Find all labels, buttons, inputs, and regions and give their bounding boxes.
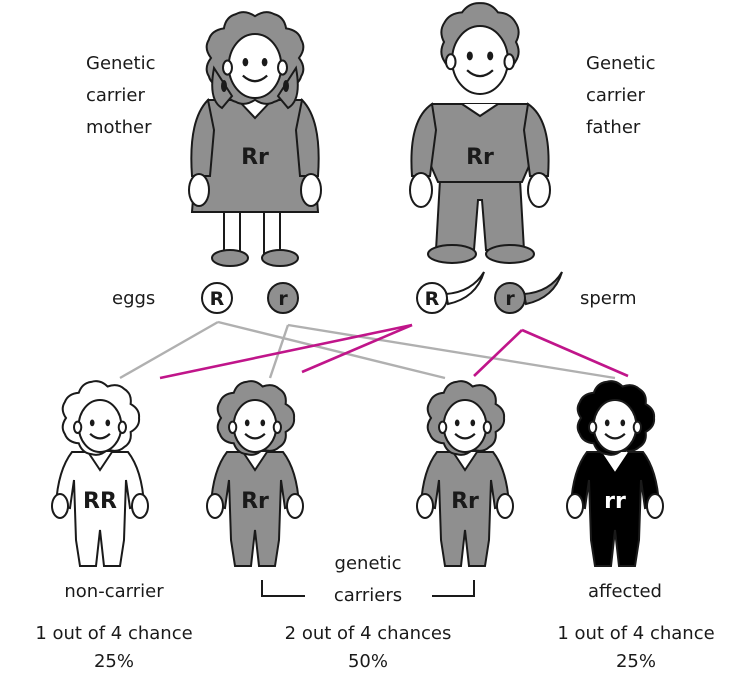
non-carrier-label: non-carrier — [44, 576, 184, 608]
father-label-line: Genetic — [586, 48, 655, 80]
inheritance-lines — [120, 322, 628, 378]
sperm-cell: R — [417, 272, 484, 313]
percent-middle: 50% — [318, 646, 418, 678]
father-label-line: father — [586, 112, 655, 144]
child-genotype: Rr — [241, 489, 269, 514]
sperm-line — [474, 330, 522, 376]
sperm-allele: r — [505, 288, 515, 310]
sperm-line — [522, 330, 628, 376]
percent-left: 25% — [64, 646, 164, 678]
egg-cell: r — [268, 283, 298, 313]
mother-label-line: Genetic — [86, 48, 155, 80]
child-figure: rr — [567, 381, 663, 566]
egg-cell: R — [202, 283, 232, 313]
child-genotype: rr — [604, 489, 626, 514]
sperm-allele: R — [425, 288, 440, 310]
eggs-label: eggs — [112, 283, 155, 315]
mother-figure: Rr — [189, 12, 321, 266]
sperm-cell: r — [495, 272, 562, 313]
mother-label-line: carrier — [86, 80, 155, 112]
genetic-carriers-label-line1: genetic — [318, 548, 418, 580]
mother-label: Genetic carrier mother — [86, 48, 155, 144]
child-genotype: RR — [83, 489, 117, 514]
father-genotype: Rr — [466, 145, 494, 170]
child-figure: Rr — [417, 381, 513, 566]
percent-right: 25% — [586, 646, 686, 678]
child-figure: Rr — [207, 381, 303, 566]
father-label: Genetic carrier father — [586, 48, 655, 144]
child-genotype: Rr — [451, 489, 479, 514]
father-figure: Rr — [410, 3, 550, 263]
genetic-carriers-label-line2: carriers — [318, 580, 418, 612]
sperm-label: sperm — [580, 283, 637, 315]
child-figure: RR — [52, 381, 148, 566]
mother-label-line: mother — [86, 112, 155, 144]
egg-allele: r — [278, 288, 288, 310]
father-label-line: carrier — [586, 80, 655, 112]
egg-line — [218, 322, 445, 378]
mother-genotype: Rr — [241, 145, 269, 170]
affected-label: affected — [560, 576, 690, 608]
egg-allele: R — [210, 288, 225, 310]
